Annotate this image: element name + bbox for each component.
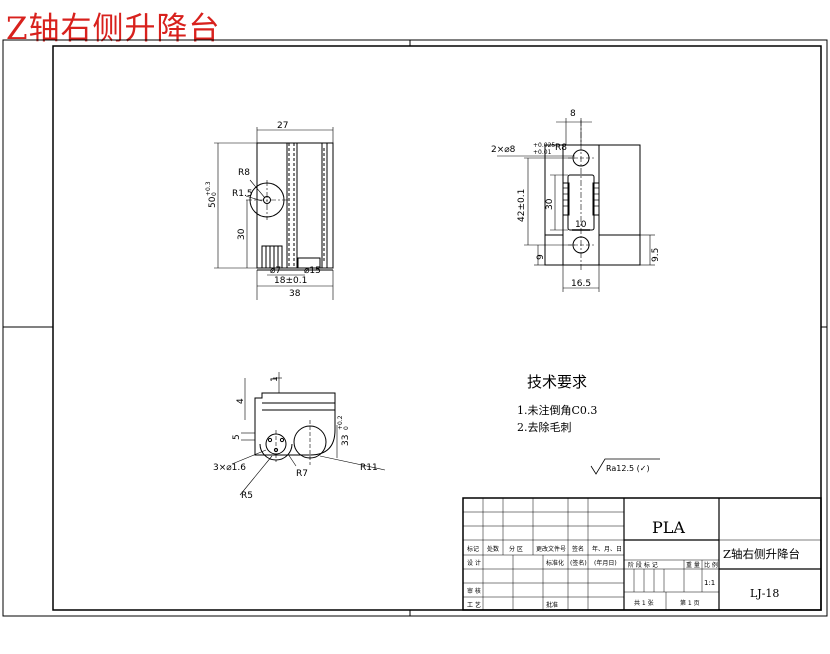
drawing-title: Z轴右侧升降台 bbox=[6, 11, 221, 47]
dim-side-9-5: 9.5 bbox=[651, 248, 661, 262]
tb-process: 工 艺 bbox=[467, 601, 481, 609]
tb-approve: 批准 bbox=[546, 601, 558, 609]
tech-requirements: 技术要求 1.未注倒角C0.3 2.去除毛刺 Ra12.5 (✓) bbox=[517, 373, 660, 475]
top-view-dims: 1 4 5 3×⌀1.6 R5 R7 33 +0.2 0 R11 bbox=[213, 376, 378, 501]
tb-stage: 阶 段 标 记 bbox=[628, 561, 658, 569]
title-block bbox=[462, 497, 822, 611]
material-label: PLA bbox=[652, 518, 685, 537]
title-block-text: PLA Z轴右侧升降台 LJ-18 1:1 共 1 张 第 1 页 标记 处数 … bbox=[467, 518, 800, 609]
dim-side-holes: 2×⌀8 bbox=[491, 145, 516, 155]
dim-front-30: 30 bbox=[237, 228, 247, 240]
dim-top-r7: R7 bbox=[296, 469, 308, 479]
dim-front-spacing: 18±0.1 bbox=[274, 276, 307, 286]
dim-top-holes: 3×⌀1.6 bbox=[213, 463, 246, 473]
frame-center-marks bbox=[3, 40, 827, 616]
dim-top-r11: R11 bbox=[360, 463, 378, 473]
tb-row-doc: 更改文件号 bbox=[536, 545, 566, 553]
tb-scale: 比 例 bbox=[704, 561, 718, 569]
dim-top-33-tol-low: 0 bbox=[343, 426, 350, 430]
dim-top-5: 5 bbox=[232, 434, 242, 440]
roughness-value: Ra12.5 (✓) bbox=[606, 464, 650, 473]
tb-review: 审 核 bbox=[467, 587, 481, 595]
part-name: Z轴右侧升降台 bbox=[723, 547, 800, 561]
tb-design: 设 计 bbox=[467, 559, 481, 567]
dim-side-r8: R8 bbox=[555, 143, 567, 153]
side-view-dims: 8 2×⌀8 +0.025 +0.01 R8 42±0.1 30 10 9 9.… bbox=[491, 109, 661, 289]
dim-front-width: 27 bbox=[277, 121, 288, 131]
dim-top-33: 33 bbox=[341, 435, 351, 446]
dim-front-hole7: ⌀7 bbox=[270, 266, 281, 276]
tb-row-sign: 签名 bbox=[572, 545, 584, 553]
dim-side-16-5: 16.5 bbox=[571, 279, 591, 289]
front-view bbox=[214, 127, 334, 300]
dim-front-r8: R8 bbox=[238, 168, 250, 178]
top-view bbox=[231, 372, 386, 496]
tech-req-item-1: 1.未注倒角C0.3 bbox=[517, 403, 597, 417]
drawing-number: LJ-18 bbox=[750, 587, 779, 600]
dim-side-42: 42±0.1 bbox=[517, 189, 527, 222]
dim-side-10: 10 bbox=[575, 220, 587, 230]
side-view bbox=[497, 118, 655, 292]
tb-row-zone: 分 区 bbox=[509, 545, 523, 553]
tb-row-mark: 标记 bbox=[467, 545, 479, 553]
outer-frame bbox=[2, 39, 828, 617]
dim-front-height-tol-low: 0 bbox=[211, 192, 218, 196]
inner-frame bbox=[52, 45, 822, 611]
dim-side-holes-tol-low: +0.01 bbox=[533, 149, 552, 156]
dim-side-30: 30 bbox=[545, 198, 555, 210]
front-view-dims: 27 R8 R1.5 50 +0.3 0 30 ⌀7 ⌀15 18±0.1 38 bbox=[205, 121, 321, 299]
dim-top-33-tol-up: +0.2 bbox=[337, 415, 344, 430]
dim-front-r1-5: R1.5 bbox=[232, 189, 253, 199]
tech-req-heading: 技术要求 bbox=[527, 373, 587, 391]
dim-front-overall: 38 bbox=[289, 289, 301, 299]
dim-side-8: 8 bbox=[570, 109, 576, 119]
tb-weight: 重 量 bbox=[686, 561, 700, 569]
roughness-symbol bbox=[590, 458, 660, 475]
dim-side-holes-tol-up: +0.025 bbox=[533, 142, 555, 149]
dim-front-height-tol-up: +0.3 bbox=[205, 181, 212, 196]
dim-side-9: 9 bbox=[536, 254, 546, 260]
sheet-count: 共 1 张 bbox=[634, 599, 654, 607]
scale-value: 1:1 bbox=[704, 579, 715, 587]
tb-date: (年月日) bbox=[594, 559, 617, 567]
dim-top-1: 1 bbox=[270, 376, 280, 382]
sheet-page: 第 1 页 bbox=[680, 599, 700, 607]
tb-signature: (签名) bbox=[570, 559, 587, 567]
tb-row-count: 处数 bbox=[487, 545, 499, 553]
dim-front-height: 50 bbox=[208, 196, 218, 208]
tb-row-date: 年、月、日 bbox=[592, 545, 622, 553]
tb-standardization: 标准化 bbox=[546, 559, 564, 567]
dim-front-hole15: ⌀15 bbox=[304, 266, 321, 276]
dim-top-4: 4 bbox=[236, 398, 246, 404]
tech-req-item-2: 2.去除毛刺 bbox=[517, 420, 572, 434]
dim-top-r5: R5 bbox=[241, 491, 253, 501]
